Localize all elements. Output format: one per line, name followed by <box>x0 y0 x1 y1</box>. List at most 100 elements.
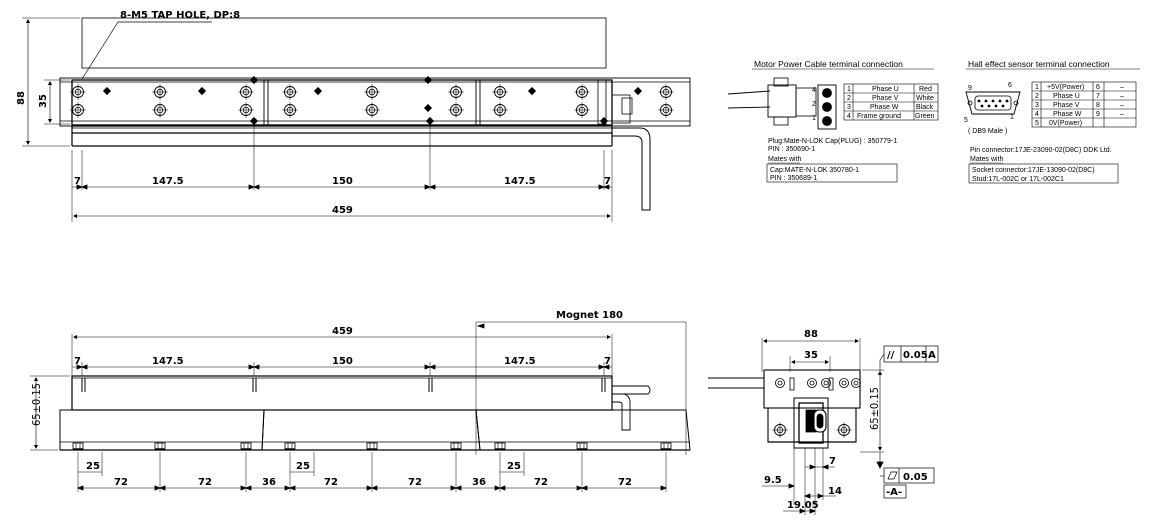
mp-mates-label: Mates with <box>768 156 802 163</box>
hall-pin2-3: 8 <box>1096 102 1100 109</box>
hall-mates-box <box>968 163 1119 184</box>
dim-side-72-3: 72 <box>324 477 338 488</box>
hall-connector: Pin connector:17JE-23090-02(D8C) DDK Ltd… <box>970 147 1112 154</box>
hall-socket: Socket connector:17JE-13090-02(D8C) <box>972 167 1095 174</box>
db9-pin-6: 6 <box>1008 82 1012 89</box>
dim-side-72-4: 72 <box>408 477 422 488</box>
dim-end-height: 65±0.15 <box>868 387 881 430</box>
mp-name-4: Frame ground <box>857 113 901 120</box>
hall-name2-1: – <box>1120 84 1124 91</box>
top-rail <box>59 77 691 127</box>
dim-side-72-2: 72 <box>198 477 212 488</box>
dim-top-459: 459 <box>332 205 353 216</box>
hall-mates-label: Mates with <box>970 156 1004 163</box>
dim-end-35: 35 <box>804 350 818 361</box>
parallel-datum: A <box>928 350 936 361</box>
hall-title: Hall effect sensor terminal connection <box>968 59 1110 69</box>
mp-name-2: Phase V <box>872 95 899 102</box>
hall-pin-4: 4 <box>1035 111 1039 118</box>
top-body-upper <box>81 17 607 69</box>
dim-top-88: 88 <box>16 91 27 105</box>
dim-end-88: 88 <box>804 329 818 340</box>
dim-side-147-left: 147.5 <box>152 356 184 367</box>
dim-side-72-1: 72 <box>114 477 128 488</box>
mnl-pin-4: 4 <box>812 87 816 94</box>
dim-side-72-5: 72 <box>534 477 548 488</box>
dim-side-25-3: 25 <box>507 461 521 472</box>
dim-top-7-right: 7 <box>604 176 611 187</box>
mnl-plug-icon <box>767 84 797 118</box>
hall-pin2-2: 7 <box>1096 93 1100 100</box>
dim-side-72-6: 72 <box>618 477 632 488</box>
hall-pin-5: 5 <box>1035 120 1039 127</box>
mp-color-1: Red <box>919 86 932 93</box>
dim-side-36-1: 36 <box>262 477 276 488</box>
dim-side-25-2: 25 <box>296 461 310 472</box>
end-view: 88 35 9.5 19.05 7 14 <box>708 329 939 515</box>
mp-mates-pin: PIN : 350689-1 <box>770 175 817 182</box>
dim-side-459: 459 <box>332 326 353 337</box>
flatness-frame <box>883 467 935 484</box>
mnl-pin-1: 1 <box>812 115 816 122</box>
hall-name-3: Phase V <box>1053 102 1080 109</box>
mp-name-1: Phase U <box>872 86 899 93</box>
side-cable <box>612 385 651 395</box>
datum-a: -A- <box>886 487 902 498</box>
mp-color-4: Green <box>915 113 935 120</box>
hall-pin-2: 2 <box>1035 93 1039 100</box>
parallel-frame <box>883 345 939 363</box>
dim-side-25-1: 25 <box>86 461 100 472</box>
hall-pin2-4: 9 <box>1096 111 1100 118</box>
tap-hole-note: 8-M5 TAP HOLE, DP:8 <box>120 10 240 21</box>
mp-pin-2: 2 <box>847 95 851 102</box>
hall-name2-4: – <box>1120 111 1124 118</box>
mp-name-3: Phase W <box>870 104 899 111</box>
mp-plug: Plug:Mate-N-LOK Cap(PLUG) : 350779-1 <box>768 138 897 145</box>
hall-name2-3: – <box>1120 102 1124 109</box>
db9-pin-5: 5 <box>964 117 968 124</box>
mp-pin: PIN : 350690-1 <box>768 146 815 153</box>
hall-pin2-1: 6 <box>1096 84 1100 91</box>
db9-label: ( DB9 Male ) <box>968 128 1007 135</box>
side-view: Mognet 180 459 7 147.5 150 147.5 7 <box>30 310 691 492</box>
dim-side-height: 65±0.15 <box>30 383 43 426</box>
top-cable <box>612 127 651 211</box>
parallel-tol: 0.05 <box>903 350 928 361</box>
top-view: 8-M5 TAP HOLE, DP:8 88 35 7 147.5 150 14… <box>16 10 691 222</box>
mp-mates-cap: Cap:MATE-N-LOK 350780-1 <box>770 167 859 174</box>
datum-a-frame <box>883 484 907 499</box>
db9-connector-icon <box>965 91 1021 115</box>
mp-pin-4: 4 <box>847 113 851 120</box>
flatness-tol: 0.05 <box>903 472 928 483</box>
flatness-icon <box>887 471 898 480</box>
mp-pin-1: 1 <box>847 86 851 93</box>
dim-end-7: 7 <box>829 456 836 467</box>
dim-top-7-left: 7 <box>74 176 81 187</box>
mnl-face-icon <box>817 84 837 130</box>
dim-side-147-right: 147.5 <box>504 356 536 367</box>
dim-end-9-5: 9.5 <box>764 475 782 486</box>
motor-power-table <box>843 83 939 121</box>
dim-end-14: 14 <box>828 486 842 497</box>
hall-sensor-terminal: Hall effect sensor terminal connection 9… <box>964 59 1140 184</box>
dim-side-7-left: 7 <box>74 356 81 367</box>
top-forcer <box>71 79 613 126</box>
dim-side-36-2: 36 <box>472 477 486 488</box>
end-forcer <box>763 369 861 409</box>
hall-pin-3: 3 <box>1035 102 1039 109</box>
motor-power-terminal: Motor Power Cable terminal connection 4 … <box>727 59 939 183</box>
db9-pin-9: 9 <box>968 85 972 92</box>
mp-color-3: Black <box>916 104 934 111</box>
dim-top-35: 35 <box>38 94 49 108</box>
hall-name2-2: – <box>1120 93 1124 100</box>
hall-name-5: 0V(Power) <box>1049 120 1082 127</box>
hall-table <box>1031 81 1137 128</box>
mp-color-2: White <box>916 95 934 102</box>
dim-side-150: 150 <box>332 356 353 367</box>
dim-top-150: 150 <box>332 176 353 187</box>
motor-power-title: Motor Power Cable terminal connection <box>754 59 903 69</box>
mnl-pin-2: 2 <box>812 101 816 108</box>
mp-mates-box <box>766 163 898 183</box>
dim-top-147-left: 147.5 <box>152 176 184 187</box>
hall-stud: Stud:17L-002C or 17L-002C1 <box>972 176 1064 183</box>
